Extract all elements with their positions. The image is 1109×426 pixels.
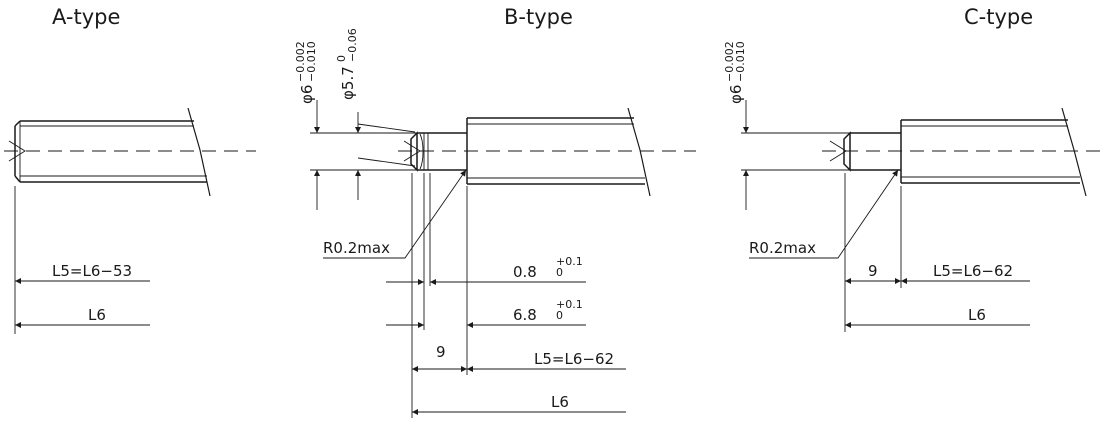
b-dim-groove-tol-upper: +0.1 <box>556 255 583 268</box>
b-dim-9-label: 9 <box>436 343 446 361</box>
c-phi6-extension <box>741 132 850 171</box>
c-dim-9-label: 9 <box>868 262 878 280</box>
b-dim-step-tol-lower: 0 <box>556 309 563 322</box>
b-dim-groove-label: 0.8 <box>513 263 537 281</box>
b-step-edges <box>428 132 467 171</box>
b-dim-step-tol-upper: +0.1 <box>556 298 583 311</box>
b-dim-step-label: 6.8 <box>513 306 537 324</box>
a-dim-l5-label: L5=L6−53 <box>52 262 132 280</box>
b-phi6-label: φ6 <box>298 85 316 104</box>
a-type-view: A-type L5=L6−53 L6 <box>4 5 256 334</box>
b-phi57-tol-upper: 0 <box>335 55 348 62</box>
c-dim-l6-label: L6 <box>968 306 986 324</box>
c-phi6-tol-upper: −0.002 <box>723 41 736 82</box>
a-break-line <box>187 107 211 197</box>
b-radius-label: R0.2max <box>323 239 390 257</box>
b-phi6-tol-upper: −0.002 <box>294 41 307 82</box>
a-type-title: A-type <box>52 5 120 29</box>
a-dim-l6-label: L6 <box>88 306 106 324</box>
b-dim-l5-label: L5=L6−62 <box>534 350 614 368</box>
b-type-view: B-type φ6 −0.002 −0.010 φ5.7 <box>294 5 696 418</box>
a-center-hole-mark <box>8 140 26 162</box>
c-dim-l5-label: L5=L6−62 <box>933 262 1013 280</box>
c-break-line <box>1061 107 1087 197</box>
c-phi6-label: φ6 <box>727 85 745 104</box>
b-radius-leader <box>323 169 467 259</box>
b-phi57-label: φ5.7 <box>339 66 357 100</box>
c-radius-leader <box>749 169 899 259</box>
c-phi6-tol-lower: −0.010 <box>734 41 747 82</box>
c-radius-label: R0.2max <box>749 239 816 257</box>
b-break-line <box>627 107 651 197</box>
c-type-view: C-type φ6 −0.002 −0.010 R0.2max 9 <box>723 5 1104 332</box>
b-phi57-leaders <box>357 123 416 167</box>
b-phi57-extension <box>353 132 428 171</box>
b-phi57-tol-lower: −0.06 <box>346 28 359 62</box>
c-type-title: C-type <box>964 5 1033 29</box>
b-type-title: B-type <box>504 5 573 29</box>
b-dim-groove-tol-lower: 0 <box>556 266 563 279</box>
b-dim-l6-label: L6 <box>551 393 569 411</box>
b-phi6-tol-lower: −0.010 <box>305 41 318 82</box>
